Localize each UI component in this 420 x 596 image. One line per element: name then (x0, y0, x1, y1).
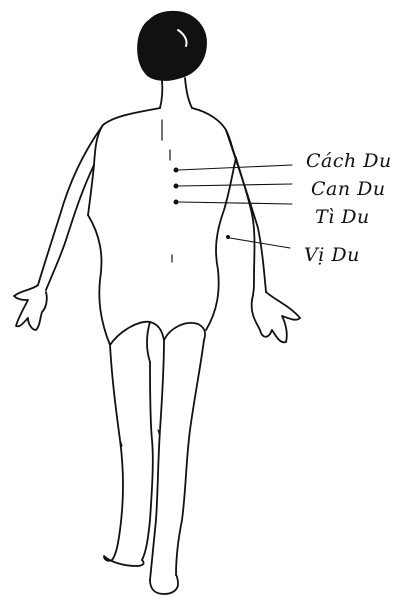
right-hand (252, 292, 300, 342)
left-arm (38, 125, 103, 285)
leader-can-du (178, 184, 292, 186)
point-ti-du (174, 200, 179, 205)
point-vi-du (226, 235, 230, 239)
buttocks (110, 322, 164, 345)
hair (138, 12, 206, 80)
right-foot (150, 575, 178, 594)
left-leg (110, 345, 123, 560)
label-can-du: Can Du (311, 178, 386, 200)
left-side-waist (88, 215, 110, 345)
left-hand (14, 285, 47, 330)
label-cach-du: Cách Du (306, 150, 392, 172)
point-cach-du (174, 168, 179, 173)
label-ti-du: Tì Du (315, 206, 370, 228)
leader-ti-du (178, 202, 292, 204)
right-arm (226, 130, 266, 292)
left-foot (104, 556, 144, 566)
label-vi-du: Vị Du (304, 244, 360, 266)
point-can-du (174, 184, 179, 189)
neck (160, 80, 162, 108)
right-side-waist (206, 158, 236, 330)
torso-left-outline (88, 108, 160, 215)
torso-right-outline (192, 108, 236, 158)
